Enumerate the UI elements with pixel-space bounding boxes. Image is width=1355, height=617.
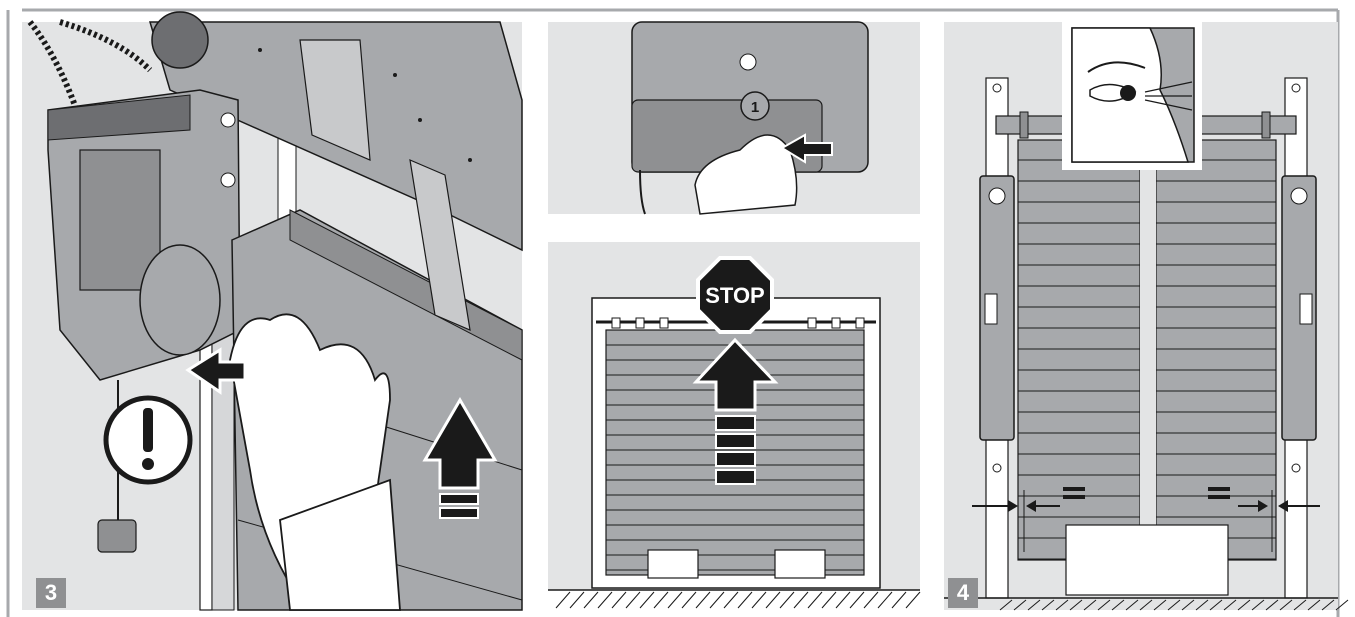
decor-line (668, 592, 682, 608)
decor-line (724, 592, 738, 608)
warning-exclamation-icon (106, 398, 190, 482)
eye-icon (1062, 22, 1202, 170)
decor-line (640, 592, 654, 608)
decor-line (878, 592, 892, 608)
motor-bracket (48, 90, 240, 380)
decor-line (822, 592, 836, 608)
floor-hatch (556, 592, 920, 608)
decor-line (626, 592, 640, 608)
decor-line (808, 592, 822, 608)
spirit-level-icon (980, 176, 1014, 440)
decor-line (892, 592, 906, 608)
decor-line (738, 592, 752, 608)
step-badge-4: 4 (948, 578, 978, 608)
panel-step-3-control: 1 (548, 22, 920, 214)
decor-line (752, 592, 766, 608)
panel-step-4 (944, 22, 1348, 610)
stop-sign-icon: STOP (698, 258, 772, 332)
decor-line (696, 592, 710, 608)
decor-line (682, 592, 696, 608)
panel-step-3 (22, 12, 522, 610)
decor-line (836, 592, 850, 608)
decor-line (570, 592, 584, 608)
decor-line (794, 592, 808, 608)
spirit-level-icon (1282, 176, 1316, 440)
step-badge-3: 3 (36, 578, 66, 608)
button-label: 1 (751, 99, 759, 116)
decor-line (556, 592, 570, 608)
decor-line (864, 592, 878, 608)
decor-line (598, 592, 612, 608)
decor-line (780, 592, 794, 608)
panel-stop-position: STOP (548, 242, 920, 608)
decor-line (850, 592, 864, 608)
decor-line (710, 592, 724, 608)
decor-line (654, 592, 668, 608)
decor-line (766, 592, 780, 608)
decor-line (906, 592, 920, 608)
stop-sign-label: STOP (705, 283, 765, 308)
decor-line (584, 592, 598, 608)
decor-line (612, 592, 626, 608)
control-button[interactable]: 1 (741, 92, 769, 120)
